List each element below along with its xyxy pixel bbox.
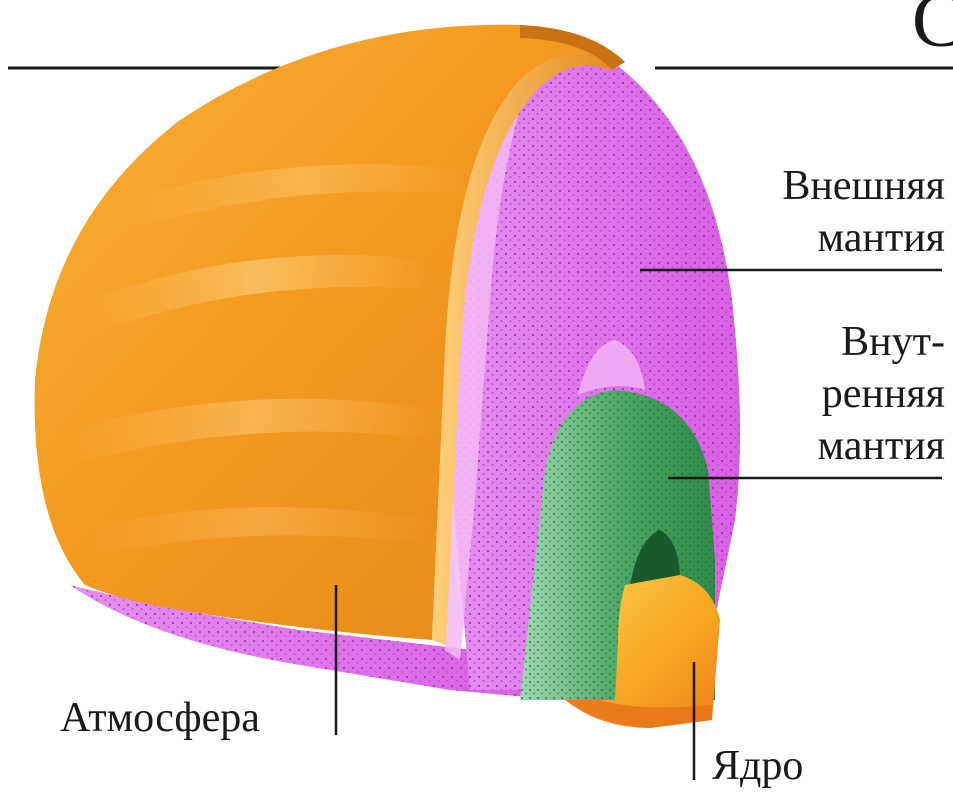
label-outer-mantle: Внешняя мантия xyxy=(690,160,945,264)
title-fragment: С xyxy=(912,0,953,65)
label-outer-mantle-line1: Внешняя xyxy=(690,160,945,212)
label-core: Ядро xyxy=(712,740,803,792)
label-outer-mantle-line2: мантия xyxy=(690,212,945,264)
label-inner-mantle-line3: мантия xyxy=(700,420,945,472)
label-inner-mantle-line1: Внут- xyxy=(700,316,945,368)
label-inner-mantle-line2: ренняя xyxy=(700,368,945,420)
label-atmosphere: Атмосфера xyxy=(60,692,260,744)
label-inner-mantle: Внут- ренняя мантия xyxy=(700,316,945,472)
